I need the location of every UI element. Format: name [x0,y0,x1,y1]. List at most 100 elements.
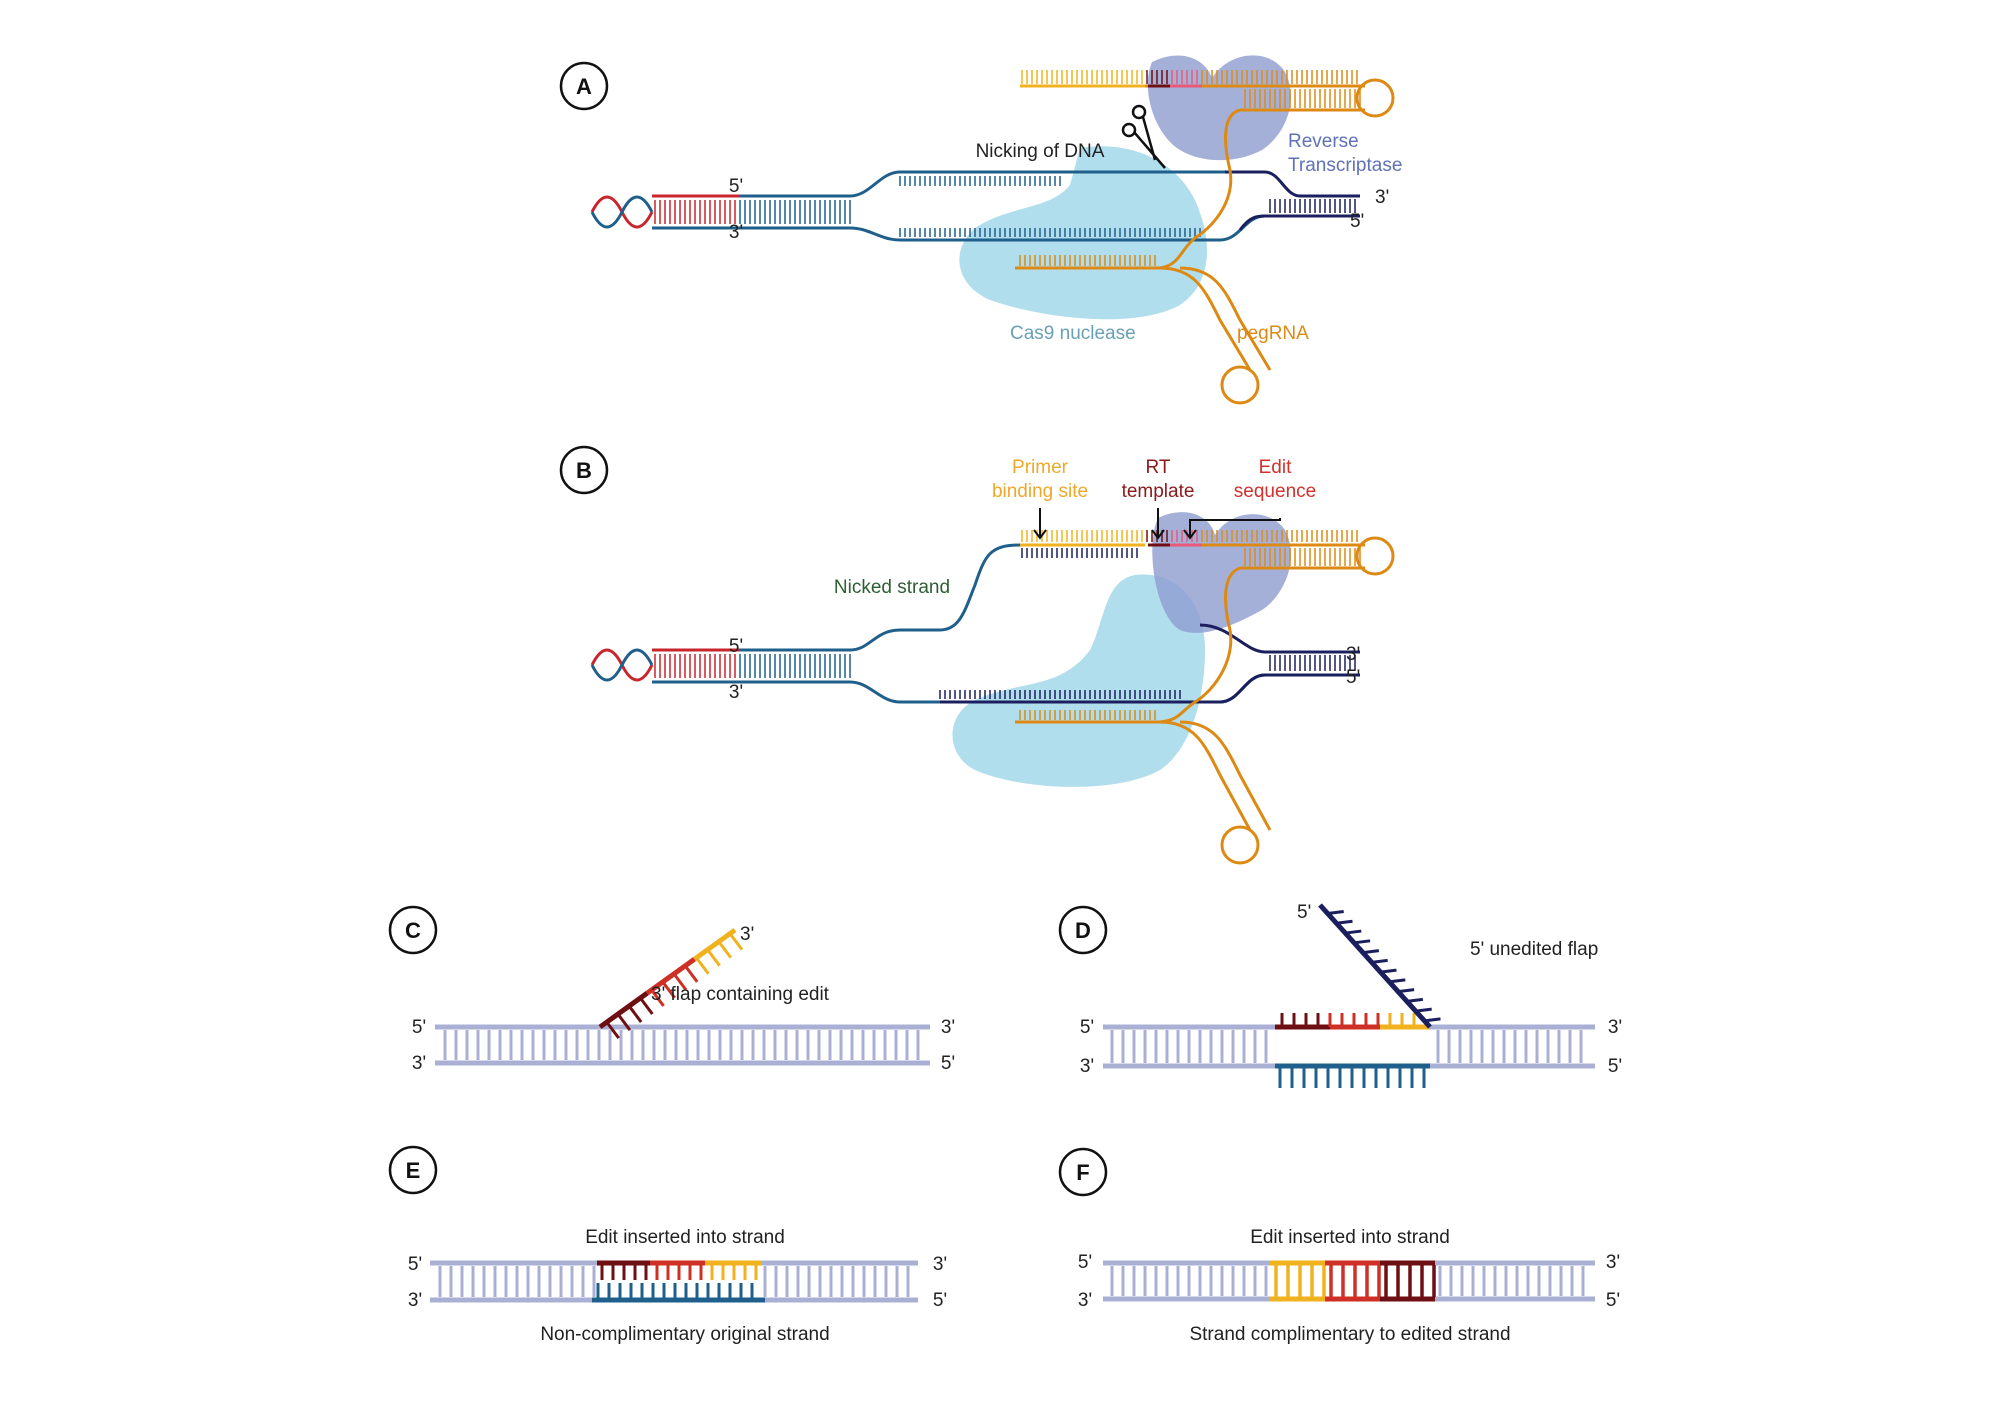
unedited-flap [1318,903,1432,1029]
three-prime-right-b: 3' [1346,644,1360,665]
panel-c-badge [388,905,438,955]
duplex-base-pairs-c [443,1030,920,1060]
five-prime-left-b: 5' [729,636,743,657]
panel-c-letter: C [405,918,421,943]
bottom-label-f: Strand complimentary to edited strand [1189,1324,1510,1345]
unedited-flap-base [1380,968,1397,974]
nicked-strand [652,543,1145,652]
dna-base-pairs-a [654,176,1356,237]
five-prime-left-a: 5' [729,176,743,197]
pegrna-loop-top [1355,78,1395,118]
flap-base [717,940,732,959]
pegrna-ticks-b [1019,530,1361,720]
cas9-protein-b [952,574,1205,787]
panel-a-badge [559,61,609,111]
flap-base [683,964,699,983]
right-top-f: 3' [1606,1252,1620,1273]
left-bottom-e: 3' [408,1290,422,1311]
unedited-flap-base [1415,1007,1432,1013]
edit-flap-c [598,927,744,1040]
pegrna-label: pegRNA [1237,323,1309,344]
panel-f-letter: F [1076,1160,1089,1185]
dna-bottom-dark-segment [1238,214,1360,231]
panel-d-badge [1058,905,1108,955]
edit-sequence-arrow [1183,518,1281,540]
unedited-flap-base [1424,1017,1441,1023]
unedited-flap-base [1362,949,1380,955]
bottom-label-e: Non-complimentary original strand [540,1324,829,1345]
duplex-base-pairs-f [1110,1260,1585,1302]
flap-base [650,989,665,1007]
panel-f-badge [1058,1147,1108,1197]
unedited-flap-base [1371,958,1388,964]
flap-base [706,948,721,967]
right-top-c: 3' [941,1017,955,1038]
dna-top-right-b [1199,623,1360,654]
right-top-e: 3' [933,1254,947,1275]
right-bottom-e: 5' [933,1290,947,1311]
flap-base [661,980,676,999]
pegrna-ticks-a [1019,70,1361,266]
three-prime-right-a: 3' [1375,187,1389,208]
edit-sequence-label-line2: sequence [1234,481,1316,502]
panel-b-badge [559,445,609,495]
three-prime-left-b: 3' [729,682,743,703]
dna-bottom-dark-b [940,673,1360,704]
unedited-flap-base [1389,978,1406,984]
primer-label-line1: Primer [1012,457,1069,478]
cas9-label: Cas9 nuclease [1010,323,1136,344]
panel-e-letter: E [406,1158,421,1183]
pegrna-loop-bottom-b [1220,825,1260,865]
pegrna-loop-bottom [1220,365,1260,405]
cas9-protein [959,146,1207,320]
unedited-flap-base [1406,997,1424,1003]
pegrna-lower-arm-a [1159,266,1252,371]
unedited-flap-base [1353,939,1371,945]
flap-base [639,997,654,1015]
pegrna-backbone [1015,108,1241,270]
left-top-d: 5' [1080,1017,1094,1038]
right-bottom-d: 5' [1608,1056,1622,1077]
dna-base-pairs-b [654,548,1356,699]
flap-end-c: 3' [740,924,754,945]
primer-arrow [1033,508,1047,540]
pegrna-loop-top-b [1355,536,1395,576]
rt-label-line2: Transcriptase [1288,155,1402,176]
flap-label-c: 3' flap containing edit [651,984,830,1005]
dna-top-dark-segment [1225,170,1360,198]
right-bottom-f: 5' [1606,1290,1620,1311]
flap-base [672,972,688,991]
rt-template-label-line2: template [1122,481,1195,502]
panel-e: E Edit inserted into strand Non-complime… [388,1145,947,1345]
rt-protein-b [1152,512,1292,633]
flap-end-d: 5' [1297,902,1311,923]
rt-template-label-line1: RT [1146,457,1171,478]
panel-a-letter: A [576,74,592,99]
primer-label-line2: binding site [992,481,1088,502]
pegrna-backbone-b [1015,566,1241,724]
flap-base [627,1005,643,1023]
flap-base [695,956,710,975]
left-bottom-f: 3' [1078,1290,1092,1311]
panel-b: B Primer binding site RT template [559,445,1395,865]
right-top-d: 3' [1608,1017,1622,1038]
panel-e-badge [388,1145,438,1195]
pegrna-lower-arm-b [1179,266,1272,371]
rt-label-line1: Reverse [1288,131,1359,152]
flap-base [728,932,744,951]
duplex-base-pairs-d [1110,903,1583,1088]
panel-d: D 5' unedited flap 5' 5' 3' 3' 5' [1058,902,1622,1088]
nicking-label: Nicking of DNA [976,141,1105,162]
left-bottom-c: 3' [412,1053,426,1074]
rt-template-arrow [1151,508,1165,540]
flap-backbone [645,957,696,996]
left-top-f: 5' [1078,1252,1092,1273]
rt-protein [1147,55,1292,161]
panel-c: C 3' flap containing edit 3' 5' 3' 3' 5' [388,905,955,1074]
panel-a: A N [559,55,1402,405]
flap-backbone [693,927,737,962]
helix-strand-blue-b [590,648,654,682]
pegrna-lower-arm-a-b [1159,720,1252,831]
